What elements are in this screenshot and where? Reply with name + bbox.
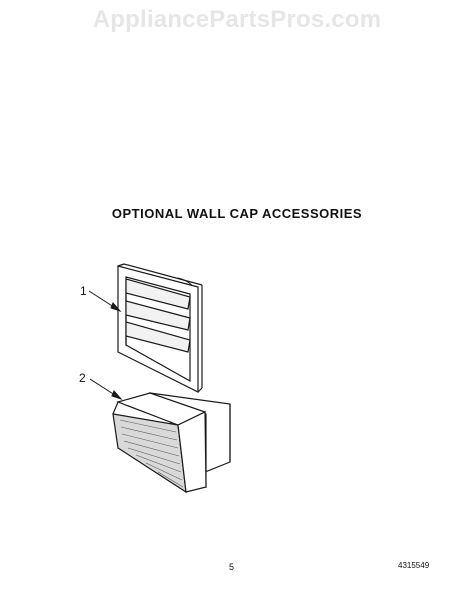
callout-2: 2 [79,371,86,385]
document-number: 4315549 [398,561,430,570]
part-1-louvered-wall-cap[interactable] [117,263,203,393]
leader-lines [88,290,123,401]
section-title: OPTIONAL WALL CAP ACCESSORIES [111,206,363,221]
page-number: 5 [229,562,235,572]
callout-1: 1 [80,284,87,298]
site-watermark: AppliancePartsPros.com [92,6,382,33]
part-2-rectangular-hood[interactable] [112,392,231,494]
